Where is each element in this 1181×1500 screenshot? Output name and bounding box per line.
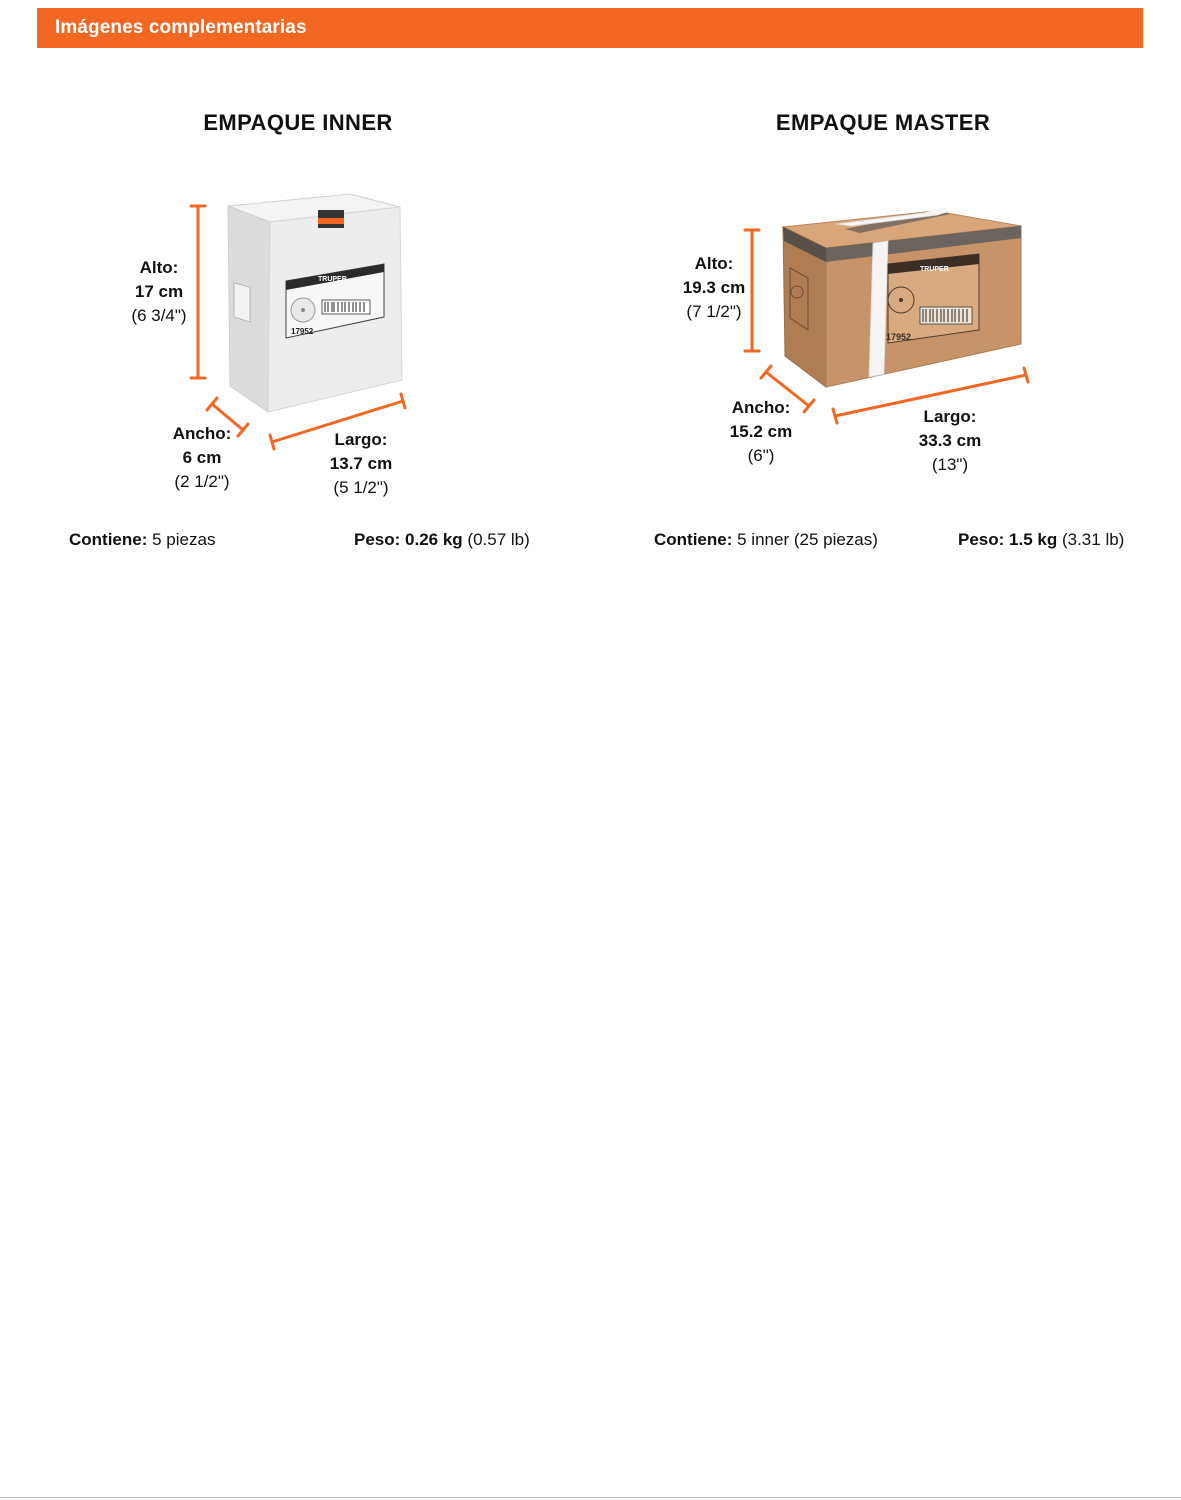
inner-peso: Peso: 0.26 kg (0.57 lb) (354, 530, 530, 549)
master-alto-label: Alto: 19.3 cm (7 1/2") (682, 254, 746, 321)
inner-package-title: EMPAQUE INNER (203, 110, 393, 135)
package-illustrations: TRUPER 17952 (189, 193, 1030, 451)
inner-dimension-lines (189, 204, 407, 451)
inner-ancho-label: Ancho: 6 cm (2 1/2") (172, 424, 232, 491)
master-contiene: Contiene: 5 inner (25 piezas) (654, 530, 878, 549)
section-header: Imágenes complementarias (37, 8, 1143, 48)
inner-largo-label: Largo: 13.7 cm (5 1/2") (329, 430, 393, 497)
master-peso: Peso: 1.5 kg (3.31 lb) (958, 530, 1125, 549)
inner-alto-label: Alto: 17 cm (6 3/4") (131, 258, 187, 325)
inner-contiene: Contiene: 5 piezas (69, 530, 216, 549)
master-box-brand: TRUPER (920, 266, 949, 273)
master-dimension-lines (743, 228, 1030, 425)
page-bottom-divider (0, 1497, 1181, 1498)
master-ancho-label: Ancho: 15.2 cm (6") (729, 398, 793, 465)
inner-box-code: 17952 (291, 327, 314, 336)
inner-box-brand: TRUPER (318, 276, 347, 283)
master-largo-label: Largo: 33.3 cm (13") (918, 407, 982, 474)
inner-box-image: TRUPER 17952 (227, 193, 403, 413)
master-box-code: 17952 (886, 332, 911, 342)
master-box-image: TRUPER 17952 (781, 207, 1022, 389)
master-package-title: EMPAQUE MASTER (775, 110, 991, 135)
